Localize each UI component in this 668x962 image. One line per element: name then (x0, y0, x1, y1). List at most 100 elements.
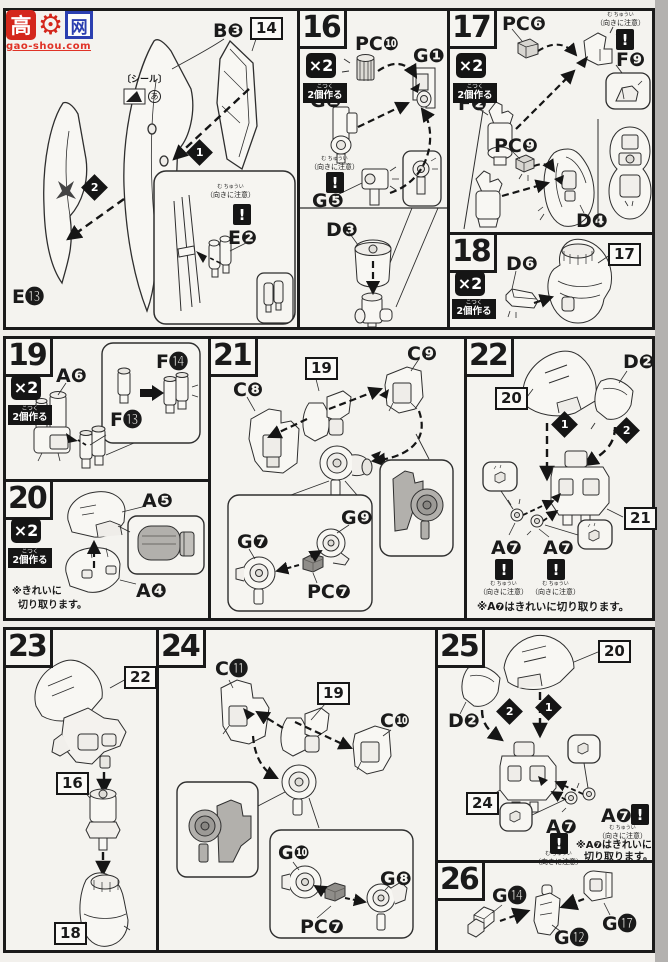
ref-box-17: 17 (608, 243, 641, 266)
cut-note-line2: 切り取ります。 (18, 600, 87, 611)
multiply-badge: ×2 (11, 518, 41, 543)
step17-drawing (463, 26, 652, 230)
step25-drawing (459, 634, 601, 832)
step22-drawing (482, 350, 634, 550)
part-label-a6: A❻ (56, 365, 87, 387)
warning-icon: ! (550, 833, 568, 854)
watermark-logo: 高 ⚙ 网 gao-shou.com (6, 10, 94, 52)
part-label-a7-left: A❼ (491, 537, 522, 559)
part-label-g10: G❿ (278, 842, 310, 864)
seal-mark-a: あ (148, 90, 161, 103)
orientation-note: む ちゅうい（向きに注意） (531, 581, 580, 596)
part-label-d3: D❸ (326, 219, 358, 241)
part-label-e13: E⓭ (12, 286, 44, 308)
step-number: 16 (300, 11, 347, 49)
ref-box-22: 22 (124, 666, 157, 689)
step20-drawing (65, 491, 205, 593)
part-label-pc7: PC❼ (300, 916, 344, 938)
part-label-c11: C⓫ (215, 658, 248, 680)
cut-note-line1: ※A❼はきれいに (576, 840, 652, 851)
part-label-f13: F⓭ (110, 409, 142, 431)
ref-box-20: 20 (598, 640, 631, 663)
warning-icon: ! (326, 172, 344, 193)
seal-note: 〔シール〕 (122, 75, 168, 85)
part-label-g1: G❶ (413, 45, 445, 67)
step-number: 22 (467, 339, 514, 377)
cut-note-line1: ※きれいに (12, 586, 62, 597)
part-label-pc10: PC❿ (355, 33, 399, 55)
step24-drawing (176, 679, 414, 939)
warning-icon: ! (233, 204, 251, 225)
ref-box-14: 14 (250, 17, 283, 40)
warning-icon: ! (631, 804, 649, 825)
step16-drawing (300, 54, 447, 327)
ref-box-19: 19 (317, 682, 350, 705)
part-label-a7-right: A❼ (601, 805, 632, 827)
part-label-pc9: PC❾ (494, 135, 538, 157)
step14-drawing (43, 32, 296, 325)
step-number: 24 (159, 630, 206, 668)
part-label-g12: G⓬ (554, 927, 589, 949)
cut-note-line2: 切り取ります。 (584, 852, 653, 863)
step-number: 17 (450, 11, 497, 49)
ref-box-18: 18 (54, 922, 87, 945)
ref-box-24: 24 (466, 792, 499, 815)
part-label-e2: E❷ (228, 227, 258, 249)
scan-edge (655, 0, 668, 962)
panel-step-24: 24 C⓫ 19 C❿ G❿ G❽ PC❼ (156, 627, 438, 953)
step26-drawing (467, 870, 613, 938)
orientation-note: む ちゅうい（向きに注意） (596, 12, 645, 27)
part-label-g9: G❾ (341, 507, 373, 529)
part-label-f9: F❾ (616, 49, 646, 71)
ref-box-16: 16 (56, 772, 89, 795)
warning-icon: ! (495, 559, 513, 580)
part-label-g8: G❽ (380, 868, 412, 890)
part-label-a7-bottom: A❼ (546, 816, 577, 838)
orientation-note: む ちゅうい （向きに注意） (206, 184, 255, 199)
part-label-c9: C❾ (407, 343, 438, 365)
part-label-g7: G❼ (237, 531, 269, 553)
panel-step-22: 22 20 D❷ 1 2 21 A❼ A❼ ! ! む ちゅうい（向きに注意） … (464, 336, 657, 621)
part-label-a4: A❹ (136, 580, 167, 602)
page-margin (0, 953, 655, 962)
part-label-b3: B❸ (213, 20, 244, 42)
orientation-note: む ちゅうい（向きに注意） (598, 825, 647, 840)
logo-url: gao-shou.com (6, 41, 92, 52)
step-number: 26 (438, 863, 485, 901)
part-label-d2: D❷ (448, 710, 480, 732)
part-label-c10: C❿ (380, 710, 411, 732)
step-number: 23 (6, 630, 53, 668)
panel-step-26: 26 G⓮ G⓬ G⓱ (435, 860, 655, 953)
part-label-pc7: PC❼ (307, 581, 351, 603)
panel-step-23: 23 22 16 18 (3, 627, 159, 953)
logo-gao-char: 高 (6, 10, 36, 40)
ref-box-19: 19 (305, 357, 338, 380)
multiply-badge: ×2 (306, 53, 336, 78)
part-label-d6: D❻ (506, 253, 538, 275)
part-label-g17: G⓱ (602, 913, 637, 935)
step-number: 25 (438, 630, 485, 668)
step18-drawing (505, 238, 613, 324)
multiply-badge: ×2 (455, 271, 485, 296)
ref-box-20: 20 (495, 387, 528, 410)
part-label-g5: G❺ (312, 190, 344, 212)
panel-step-21: 21 19 C❽ C❾ G❼ G❾ PC❼ (208, 336, 467, 621)
warning-icon: ! (547, 559, 565, 580)
step-number: 18 (450, 235, 497, 273)
logo-wang-char: 网 (65, 11, 94, 39)
warning-icon: ! (616, 29, 634, 50)
multiply-badge: ×2 (456, 53, 486, 78)
step-number: 20 (6, 482, 53, 520)
orientation-note: む ちゅうい（向きに注意） (310, 156, 359, 171)
cut-note-a7: ※A❼はきれいに切り取ります。 (477, 601, 630, 613)
ref-box-21: 21 (624, 507, 657, 530)
